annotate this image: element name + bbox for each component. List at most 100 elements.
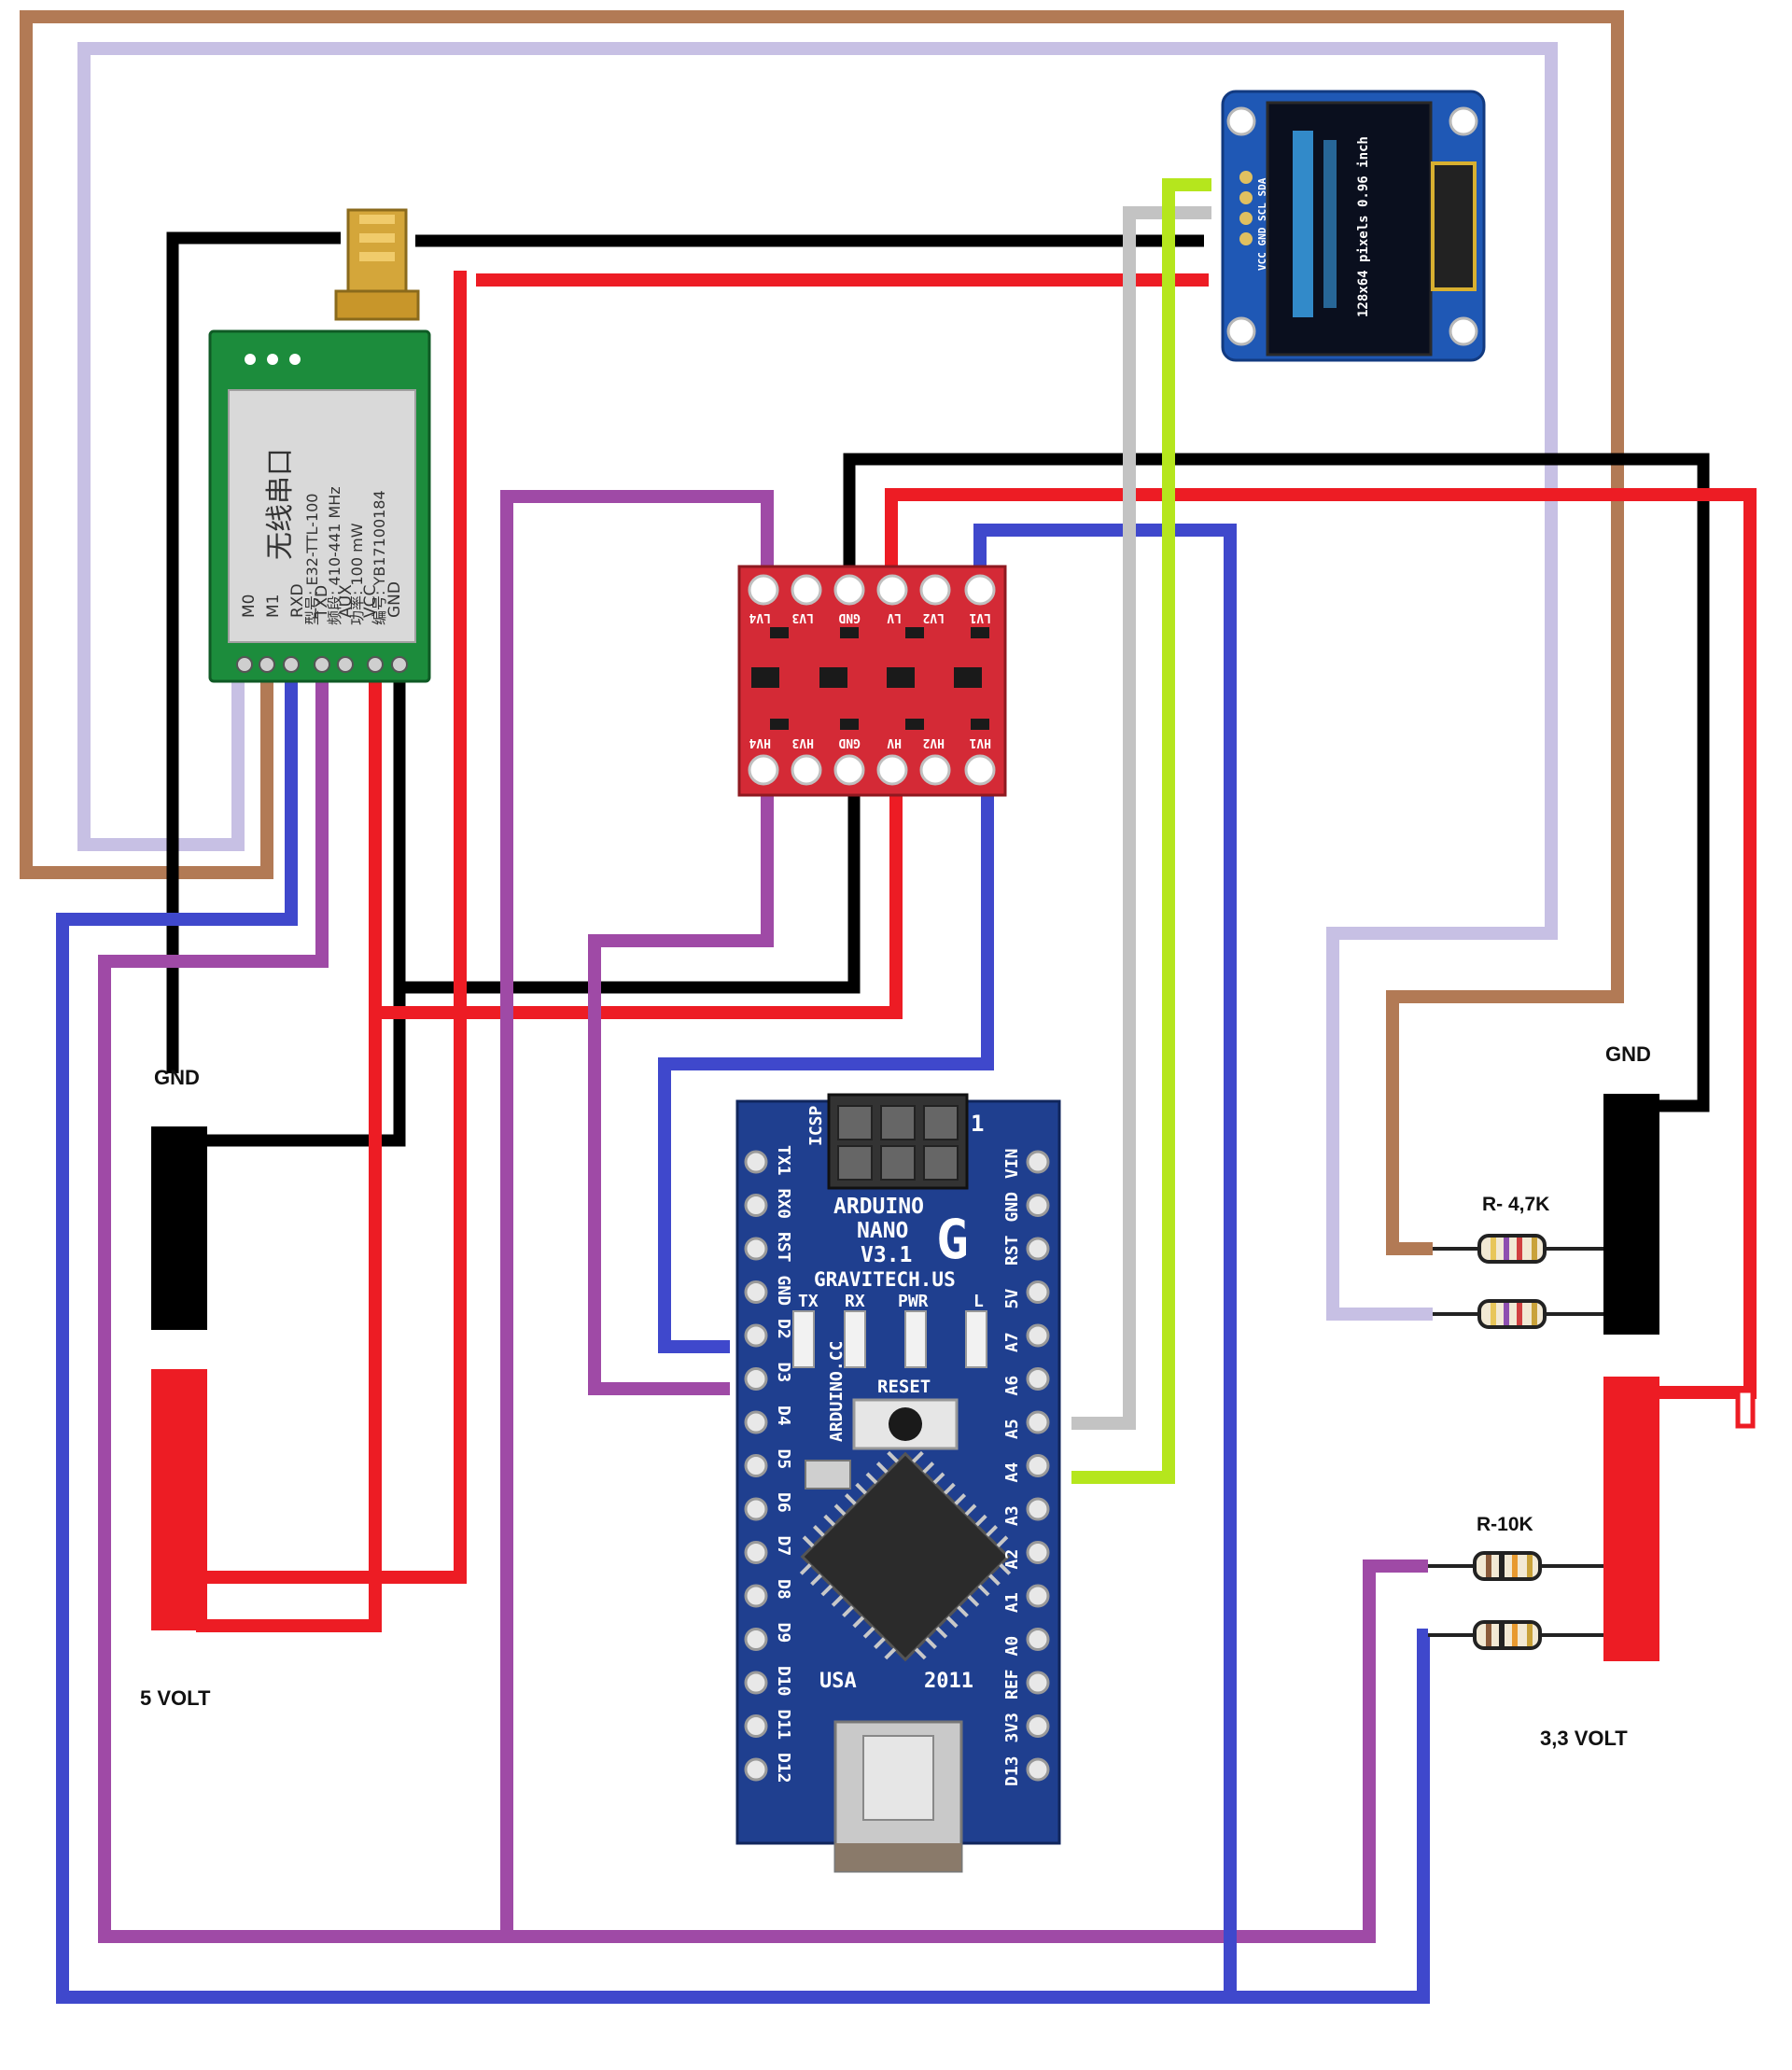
pin-hole-right	[1026, 1280, 1050, 1304]
svg-text:VCC GND SCL SDA: VCC GND SCL SDA	[1256, 177, 1268, 271]
lora-pin-labels: M0 M1 RXD TXD AUX VCC GND	[240, 581, 404, 619]
pin-label-right: GND	[1002, 1192, 1022, 1223]
pin-hole-left	[744, 1410, 768, 1434]
resistor-10k-a	[1428, 1551, 1603, 1581]
svg-text:RX: RX	[845, 1292, 865, 1311]
pin-label-left: D8	[774, 1579, 793, 1600]
oled-display: VCC GND SCL SDA 128x64 pixels 0.96 inch	[1221, 90, 1486, 362]
arduino-left-pins	[744, 1150, 768, 1782]
wire-grey-scl	[1071, 206, 1211, 1430]
wire-black-lora-gnd	[201, 667, 406, 1147]
svg-text:LV2: LV2	[923, 610, 945, 624]
lora-module: 无线串口 型号: E32-TTL-100 频段: 410-441 MHz 功率:…	[208, 208, 431, 683]
shifter-bottom-labels: HV4 HV3 GND HV HV2 HV1	[749, 735, 991, 749]
svg-text:RXD: RXD	[288, 583, 307, 618]
pin-label-left: D12	[774, 1753, 793, 1783]
pin-label-left: D11	[774, 1710, 793, 1741]
pin-hole-right	[1026, 1323, 1050, 1348]
label-gnd-left: GND	[154, 1066, 200, 1089]
svg-text:ARDUINO.CC: ARDUINO.CC	[827, 1341, 847, 1442]
wire-black-shifter-bottom	[399, 793, 861, 994]
label-5-volt: 5 VOLT	[140, 1686, 211, 1710]
svg-text:PWR: PWR	[898, 1292, 929, 1311]
mcu-chip	[800, 1451, 1011, 1662]
svg-text:RESET: RESET	[877, 1377, 931, 1397]
svg-text:L: L	[973, 1292, 984, 1311]
svg-text:V3.1: V3.1	[861, 1243, 912, 1267]
svg-text:TXD: TXD	[313, 585, 331, 619]
pin-label-right: A5	[1002, 1419, 1022, 1439]
pin-label-right: VIN	[1002, 1148, 1022, 1179]
pin-label-left: D3	[774, 1363, 793, 1383]
pin-label-left: D9	[774, 1623, 793, 1643]
wire-blue-d2	[658, 793, 994, 1353]
wire-lavender	[77, 42, 1558, 1321]
pin-hole-right	[1026, 1237, 1050, 1261]
wire-blue-shifter-top	[973, 524, 1237, 1997]
pin-hole-left	[744, 1628, 768, 1651]
pin-label-left: TX1	[774, 1145, 793, 1176]
svg-text:M1: M1	[264, 594, 283, 618]
pin-hole-right	[1026, 1671, 1050, 1695]
pin-hole-right	[1026, 1410, 1050, 1434]
pin-label-left: D5	[774, 1449, 793, 1470]
pin-hole-left	[744, 1584, 768, 1608]
pin-label-left: D4	[774, 1406, 793, 1426]
svg-text:ARDUINO: ARDUINO	[833, 1195, 924, 1219]
pin-hole-left	[744, 1367, 768, 1391]
svg-text:频段: 410-441 MHz: 频段: 410-441 MHz	[326, 486, 343, 625]
pin-hole-left	[744, 1497, 768, 1521]
pin-label-left: D2	[774, 1319, 793, 1339]
resistor-10k-b	[1428, 1620, 1603, 1650]
wires	[20, 10, 1757, 2004]
pin-label-right: A4	[1002, 1462, 1022, 1483]
wire-red-5v-1	[196, 271, 467, 1584]
pin-label-right: A3	[1002, 1505, 1022, 1526]
pin-hole-left	[744, 1150, 768, 1174]
pin-label-right: A1	[1002, 1592, 1022, 1613]
svg-text:GRAVITECH.US: GRAVITECH.US	[814, 1268, 956, 1291]
svg-text:LV: LV	[887, 610, 902, 624]
pin-label-left: GND	[774, 1276, 793, 1307]
oled-screen	[1266, 101, 1433, 357]
pin-hole-left	[744, 1280, 768, 1304]
pin-hole-right	[1026, 1454, 1050, 1477]
wire-black-oled-gnd	[166, 231, 341, 1073]
pin-hole-right	[1026, 1497, 1050, 1521]
pin-hole-right	[1026, 1541, 1050, 1564]
pin-hole-left	[744, 1541, 768, 1564]
svg-text:HV2: HV2	[923, 735, 945, 749]
pin-label-left: D6	[774, 1492, 793, 1513]
pin-hole-right	[1026, 1584, 1050, 1608]
wire-red-shifter-3v3	[885, 488, 1757, 1399]
pin-label-left: D7	[774, 1536, 793, 1557]
lora-shield	[228, 389, 416, 643]
pin-label-right: D13	[1002, 1755, 1022, 1786]
arduino-nano: ICSP 1 ARDUINO NANO V3.1 G GRAVITECH.US …	[735, 1093, 1061, 1873]
pin-label-right: A0	[1002, 1636, 1022, 1657]
svg-text:LV1: LV1	[969, 610, 991, 624]
resistor-4-7k-a	[1433, 1234, 1603, 1264]
resistor-4-7k-b	[1433, 1299, 1603, 1329]
level-shifter: LV4 LV3 GND LV LV2 LV1 HV4 HV3 GND HV HV…	[737, 565, 1007, 797]
svg-text:1: 1	[971, 1111, 984, 1137]
svg-text:HV1: HV1	[969, 735, 991, 749]
wire-red-5v-2	[196, 667, 382, 1632]
svg-text:功率: 100 mW: 功率: 100 mW	[348, 523, 366, 625]
gnd-block-right	[1603, 1094, 1659, 1335]
wire-red-end	[1735, 1388, 1756, 1429]
pin-label-right: A7	[1002, 1332, 1022, 1352]
svg-text:AUX: AUX	[337, 584, 356, 618]
pin-hole-right	[1026, 1194, 1050, 1217]
wire-purple-lora	[98, 667, 507, 1943]
wire-brown	[20, 10, 1624, 1255]
gnd-block-left	[151, 1126, 207, 1330]
pin-label-left: RX0	[774, 1189, 793, 1220]
lora-pin-holes	[236, 656, 408, 673]
arduino-right-pins	[1026, 1150, 1050, 1782]
svg-text:无线串口: 无线串口	[264, 448, 297, 560]
svg-text:TX: TX	[798, 1292, 819, 1311]
svg-text:ICSP: ICSP	[806, 1105, 826, 1146]
pin-hole-left	[744, 1454, 768, 1477]
pin-label-left: D10	[774, 1666, 793, 1697]
